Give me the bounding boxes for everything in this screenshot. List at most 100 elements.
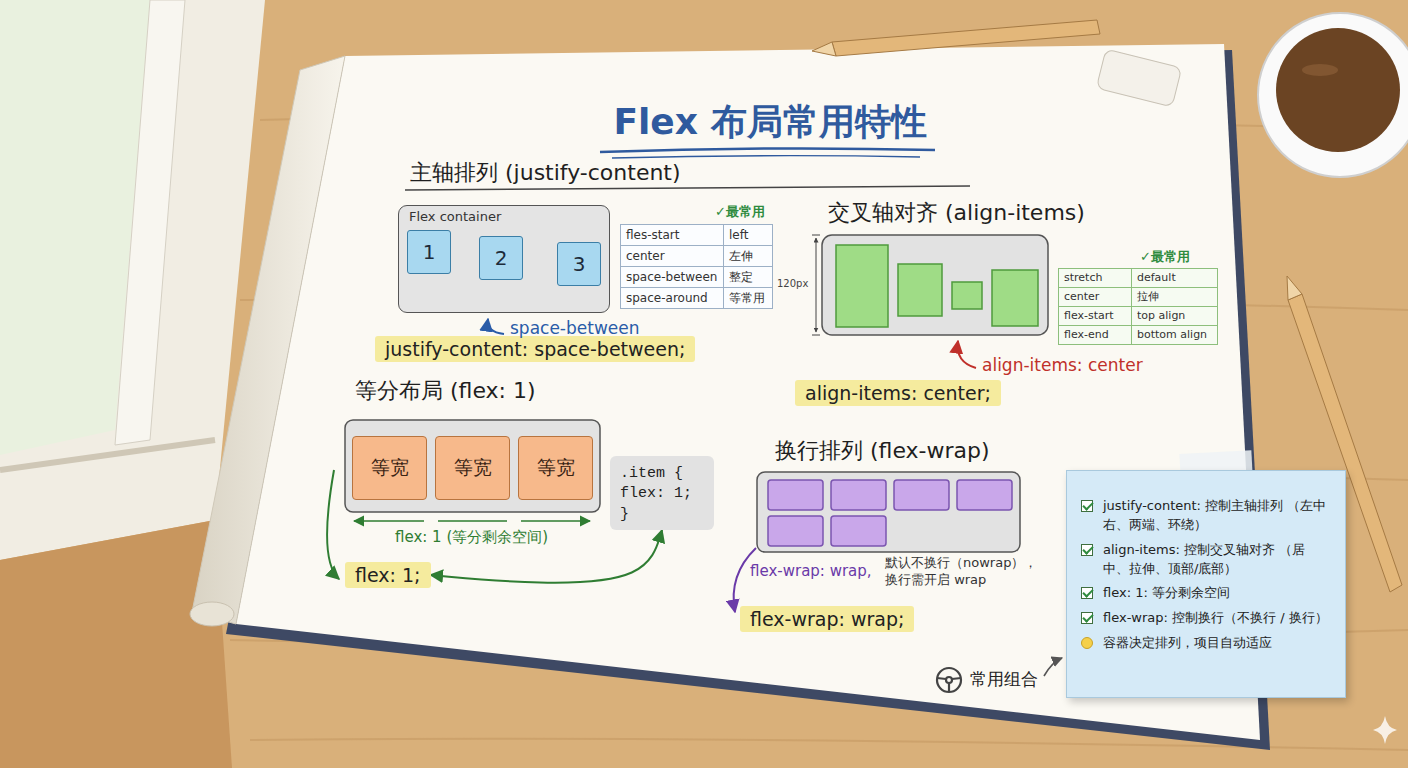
- dimension-label: 120px: [777, 278, 808, 289]
- table-cell: bottom align: [1131, 325, 1218, 345]
- desk-front: [0, 520, 232, 768]
- eraser: [1096, 49, 1181, 107]
- wrap-item: [894, 480, 949, 510]
- code-highlight: align-items: center;: [795, 380, 1001, 406]
- title-underline: [600, 148, 935, 152]
- table-cell: default: [1131, 268, 1218, 288]
- coffee-shine: [1302, 64, 1338, 76]
- wrap-item: [831, 480, 886, 510]
- pencil-tip: [1287, 276, 1302, 300]
- box-text: 等宽: [371, 455, 409, 481]
- flex-container-box: Flex container 1 2 3: [398, 205, 610, 313]
- pencil-body: [832, 20, 1100, 56]
- table-cell: space-around: [620, 287, 724, 309]
- code-highlight: flex: 1;: [345, 562, 431, 588]
- item-number: 2: [495, 246, 508, 270]
- flex-item-box: 1: [407, 230, 451, 274]
- window-sill: [0, 440, 215, 470]
- equal-width-box: 等宽: [435, 436, 510, 500]
- wheel-spokes: [937, 678, 961, 692]
- checklist-item: flex-wrap: 控制换行（不换行 / 换行）: [1081, 609, 1331, 628]
- page-curl: [192, 56, 345, 624]
- checklist-item: flex: 1: 等分剩余空间: [1081, 584, 1331, 603]
- wheel-hub: [946, 677, 952, 683]
- curved-arrow: [734, 548, 756, 612]
- curved-arrow: [327, 470, 339, 579]
- coffee-cup: [1258, 13, 1408, 177]
- table-cell: 等常用: [723, 287, 773, 309]
- diagram-title: Flex 布局常用特性: [470, 98, 1070, 147]
- summary-label: 常用组合: [970, 668, 1038, 691]
- code-text: flex-wrap: wrap;: [750, 608, 904, 630]
- section-heading: 等分布局 (flex: 1): [355, 376, 536, 406]
- table-cell: 整定: [723, 266, 773, 288]
- equal-container: [345, 420, 600, 512]
- box-text: 等宽: [537, 455, 575, 481]
- leader-label: flex-wrap: wrap,: [750, 562, 872, 580]
- table-cell: left: [723, 224, 773, 246]
- wrap-container: [757, 472, 1020, 552]
- item-number: 1: [423, 240, 436, 264]
- align-item: [836, 245, 888, 327]
- table-cell: space-between: [620, 266, 724, 288]
- checklist-item: justify-content: 控制主轴排列 （左中右、两端、环绕）: [1081, 497, 1331, 535]
- leader-arrow: [488, 319, 504, 334]
- align-item: [992, 270, 1038, 326]
- leader-label: space-between: [510, 318, 640, 338]
- section-heading: 交叉轴对齐 (align-items): [828, 198, 1085, 228]
- code-highlight: flex-wrap: wrap;: [740, 606, 914, 632]
- wheel-rim: [937, 668, 961, 692]
- wrap-item: [957, 480, 1012, 510]
- equal-width-box: 等宽: [518, 436, 593, 500]
- align-item: [898, 264, 942, 316]
- pencil-tip: [812, 42, 836, 56]
- window-frame: [115, 0, 185, 445]
- sticky-note: justify-content: 控制主轴排列 （左中右、两端、环绕） align…: [1066, 470, 1346, 698]
- width-arrow: [354, 520, 590, 522]
- section-rule: [405, 186, 970, 190]
- coffee: [1276, 28, 1400, 152]
- wrap-item: [768, 516, 823, 546]
- table-cell: 左伸: [723, 245, 773, 267]
- align-item: [952, 282, 982, 309]
- table-cell: flex-start: [1058, 306, 1132, 326]
- code-text: justify-content: space-between;: [385, 338, 685, 360]
- title-underline: [612, 156, 920, 158]
- dimension-tick: [812, 235, 820, 335]
- code-text: align-items: center;: [805, 382, 991, 404]
- leader-label: align-items: center: [982, 355, 1143, 375]
- leader-arrow: [958, 341, 976, 368]
- wrap-item: [831, 516, 886, 546]
- wrap-item: [768, 480, 823, 510]
- code-text: .item { flex: 1; }: [620, 464, 701, 525]
- table-header: ✓最常用: [715, 203, 765, 221]
- table-cell: flex-end: [1058, 325, 1132, 345]
- dimension-line: [816, 238, 817, 332]
- note-text: 默认不换行（nowrap），换行需开启 wrap: [885, 554, 1050, 588]
- table-cell: top align: [1131, 306, 1218, 326]
- code-highlight: justify-content: space-between;: [375, 336, 695, 362]
- table-cell: stretch: [1058, 268, 1132, 288]
- checklist-item: 容器决定排列，项目自动适应: [1081, 634, 1331, 653]
- code-text: flex: 1;: [355, 564, 421, 586]
- table-cell: fles-start: [620, 224, 724, 246]
- table-header: ✓最常用: [1140, 248, 1190, 266]
- item-number: 3: [573, 252, 586, 276]
- container-label: Flex container: [399, 206, 609, 227]
- table-cell: center: [620, 245, 724, 267]
- table-cell: center: [1058, 287, 1132, 307]
- equal-width-box: 等宽: [352, 436, 427, 500]
- leader-label: flex: 1 (等分剩余空间): [395, 528, 548, 547]
- section-heading: 换行排列 (flex-wrap): [775, 436, 990, 466]
- code-block: .item { flex: 1; }: [610, 456, 714, 530]
- section-heading: 主轴排列 (justify-content): [410, 158, 681, 188]
- align-container: [822, 235, 1048, 335]
- table-cell: 拉伸: [1131, 287, 1218, 307]
- checklist-item: align-items: 控制交叉轴对齐 （居中、拉伸、顶部/底部）: [1081, 541, 1331, 579]
- flex-item-box: 3: [557, 242, 601, 286]
- flex-item-box: 2: [479, 236, 523, 280]
- page-curl-end: [190, 602, 234, 626]
- pointer-arrow: [1044, 658, 1062, 676]
